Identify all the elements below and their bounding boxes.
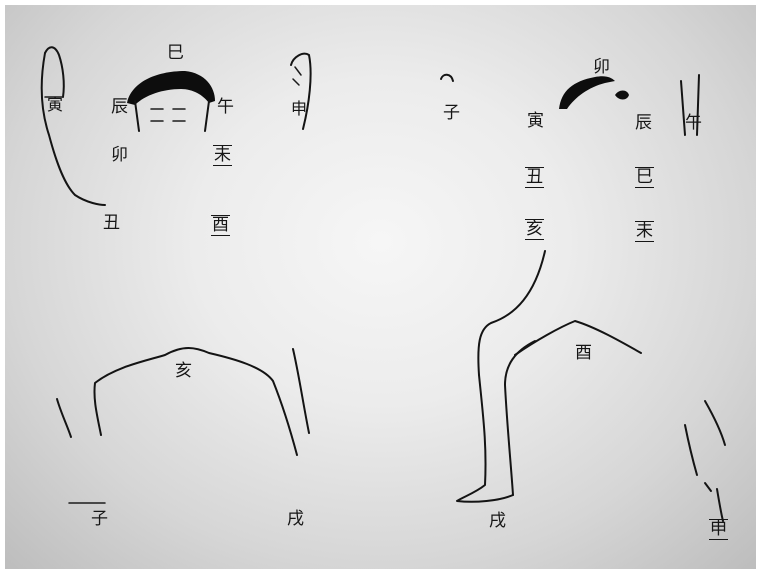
right-glyph-chen: 辰 [635,115,652,132]
left-lower-glyph-xu: 戌 [287,511,304,528]
right-glyph-mao: 卯 [593,59,610,76]
left-glyph-you: 酉 [211,215,230,236]
middle-glyph-zi: 子 [443,105,460,122]
left-palm-arc-right-side [205,101,209,131]
left-lower-right-edge [293,349,309,433]
right-lower-glyph-shen: 申 [709,519,728,540]
left-lower-glyph-hai: 亥 [175,363,192,380]
right-palm-dot [615,91,629,100]
right-glyph-yin: 寅 [527,113,544,130]
right-leg-upper [478,251,545,375]
photo-of-hand-diagram: 巳 辰 午 卯 未 丑 酉 寅 申 子 卯 午 寅 辰 丑 巳 亥 未 亥 子 … [5,5,756,569]
left-glyph-mao: 卯 [111,147,128,164]
left-palm-arc [127,71,215,105]
left-glyph-wei: 未 [213,145,232,166]
far-right-stroke-4 [717,489,723,521]
right-glyph-wei: 未 [635,221,654,242]
far-right-stroke-3 [705,483,711,491]
right-glyph-hai: 亥 [525,219,544,240]
right-lower-glyph-you: 酉 [575,345,592,362]
right-lower-glyph-xu: 戌 [489,513,506,530]
middle-finger [441,75,453,81]
right-leg-inner [505,341,535,495]
left-lower-glyph-zi: 子 [91,511,108,528]
far-right-stroke-1 [685,425,697,475]
left-glyph-chen: 辰 [111,99,128,116]
left-lower-edge [57,399,71,437]
right-palm-crescent [559,76,615,109]
left-palm-arc-left-side [135,101,139,131]
left-thumb-outline [42,53,105,205]
right-glyph-wu: 午 [685,115,702,132]
left-glyph-chou: 丑 [103,215,120,232]
left-lower-mound [94,348,297,455]
left-glyph-wu: 午 [217,99,234,116]
left-thumb-tip [45,47,64,97]
left-glyph-si: 巳 [167,45,184,62]
far-right-stroke-2 [705,401,725,445]
left-glyph-shen: 申 [291,101,307,117]
left-glyph-yin: 寅 [47,97,63,113]
right-glyph-chou: 丑 [525,167,544,188]
right-glyph-si: 巳 [635,167,654,188]
line-drawing [5,5,756,569]
left-little-finger-mark [293,67,301,85]
